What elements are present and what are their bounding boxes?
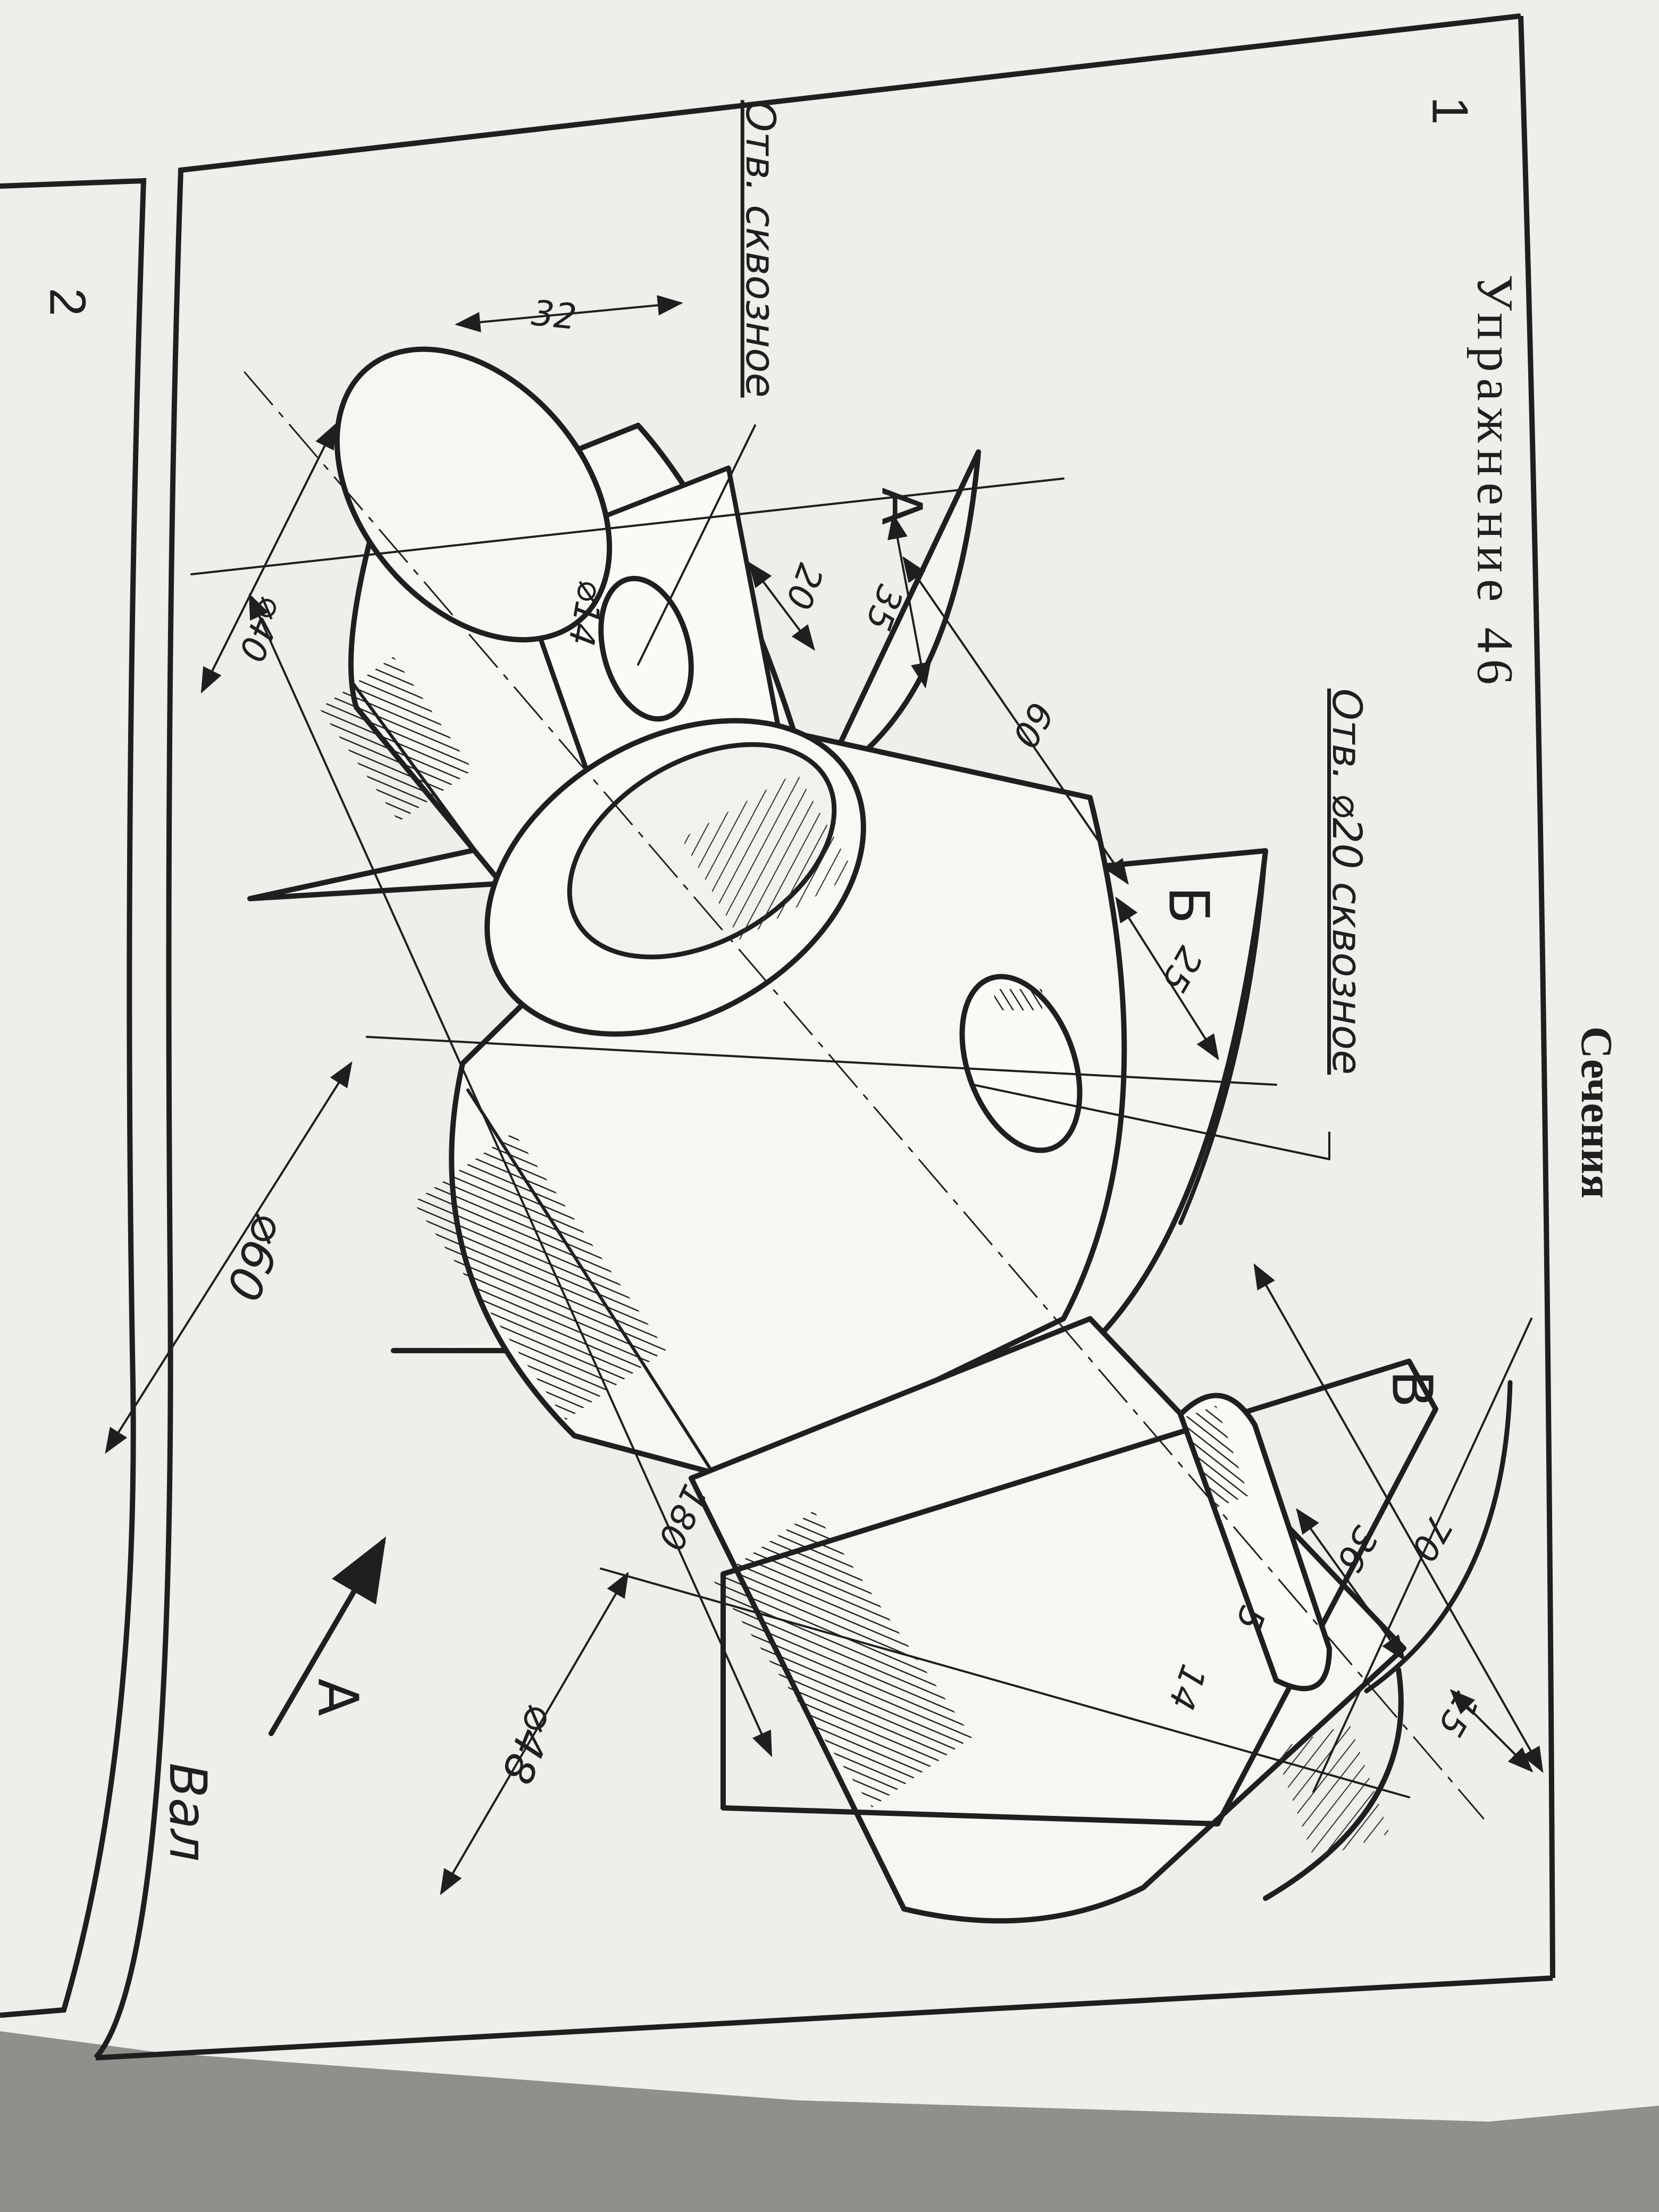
part-name: Вал [158,1762,218,1862]
next-exercise-number: 2 [39,288,96,316]
dim-32: 32 [530,292,579,338]
exercise-number: 1 [1421,96,1479,125]
view-arrow-a [269,1536,387,1736]
note-through-hole-d20: Отв. ⌀20 сквозное [1323,688,1371,1075]
section-label-a: А [869,487,934,525]
dim-hole-d14: ⌀14 [560,577,613,649]
shaft-drawing [105,295,1544,1924]
section-label-v: В [1379,1370,1445,1408]
section-label-b: Б [1156,886,1221,924]
hole-d20 [959,974,1083,1153]
exercise-heading: Упражнение 46 [1467,274,1524,691]
view-arrow-label: А [305,1678,371,1716]
note-through-hole: Отв. сквозное [736,100,784,398]
section-title: Сечения [1571,1026,1621,1199]
